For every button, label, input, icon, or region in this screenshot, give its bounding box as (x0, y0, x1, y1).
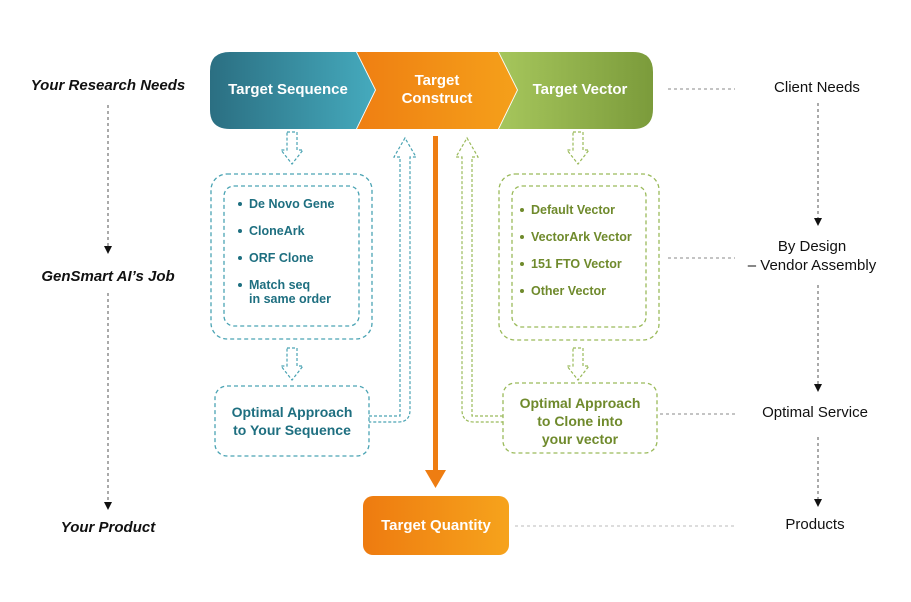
right-label-optimal-service: Optimal Service (762, 404, 868, 421)
sequence-option-cloneark: CloneArk (238, 224, 358, 238)
sequence-options-list: De Novo Gene CloneArk ORF Clone Match se… (238, 197, 358, 306)
construct-to-quantity-arrowhead (425, 470, 446, 488)
green-down-arrow-2 (565, 347, 591, 381)
sequence-option-match-seq: Match seq in same order (238, 278, 358, 306)
teal-down-arrow-2 (279, 347, 305, 381)
target-construct-line1: Target (414, 72, 460, 89)
construct-to-quantity-shaft (433, 136, 438, 472)
right-arrowhead-1 (814, 218, 822, 226)
sequence-approach-box (214, 385, 370, 457)
vector-option-vectorark: VectorArk Vector (520, 230, 650, 244)
left-arrowhead-2 (104, 502, 112, 510)
sequence-option-de-novo-gene: De Novo Gene (238, 197, 358, 211)
by-design-line1: By Design (777, 238, 847, 255)
left-label-ai-job: GenSmart AI’s Job (41, 268, 175, 285)
target-vector-shape (499, 52, 653, 129)
right-arrowhead-2 (814, 384, 822, 392)
sequence-approach-line2: to Your Sequence (233, 422, 351, 438)
vector-option-151-fto: 151 FTO Vector (520, 257, 650, 271)
right-horizontal-links (515, 88, 735, 527)
vector-approach-text: Optimal Approach to Clone into your vect… (503, 394, 657, 448)
vector-option-default: Default Vector (520, 203, 650, 217)
sequence-approach-line1: Optimal Approach (231, 404, 353, 420)
vector-approach-line2: to Clone into (537, 413, 623, 429)
sequence-approach-text: Optimal Approach to Your Sequence (215, 403, 369, 439)
target-sequence-label: Target Sequence (228, 81, 348, 98)
teal-down-arrow-1 (279, 131, 305, 165)
right-label-by-design: By Design – Vendor Assembly (727, 237, 897, 275)
match-seq-line1: Match seq (249, 278, 311, 292)
match-seq-line2: in same order (249, 292, 331, 306)
vector-approach-line3: your vector (541, 431, 619, 447)
green-return-arrow (454, 136, 503, 423)
vector-options-list: Default Vector VectorArk Vector 151 FTO … (520, 203, 650, 311)
vector-approach-box (502, 382, 658, 454)
vector-option-other: Other Vector (520, 284, 650, 298)
right-label-products: Products (785, 516, 845, 533)
by-design-line2: – Vendor Assembly (747, 257, 877, 274)
target-sequence-shape (210, 52, 375, 129)
target-quantity-label: Target Quantity (381, 517, 491, 534)
vector-options-frame (498, 173, 660, 341)
sequence-options-frame (210, 173, 373, 340)
target-vector-label: Target Vector (532, 81, 628, 98)
target-construct-line2: Construct (401, 90, 473, 107)
right-arrowhead-3 (814, 499, 822, 507)
green-down-arrow-1 (565, 131, 591, 165)
vector-approach-line1: Optimal Approach (519, 395, 641, 411)
sequence-option-orf-clone: ORF Clone (238, 251, 358, 265)
right-label-client-needs: Client Needs (774, 79, 860, 96)
left-label-research-needs: Your Research Needs (30, 77, 186, 94)
left-arrowhead-1 (104, 246, 112, 254)
target-construct-shape (357, 52, 517, 129)
teal-return-arrow (369, 136, 418, 423)
target-construct-label: Target Construct (376, 72, 498, 108)
left-label-product: Your Product (60, 519, 156, 536)
target-quantity-box (363, 496, 509, 555)
